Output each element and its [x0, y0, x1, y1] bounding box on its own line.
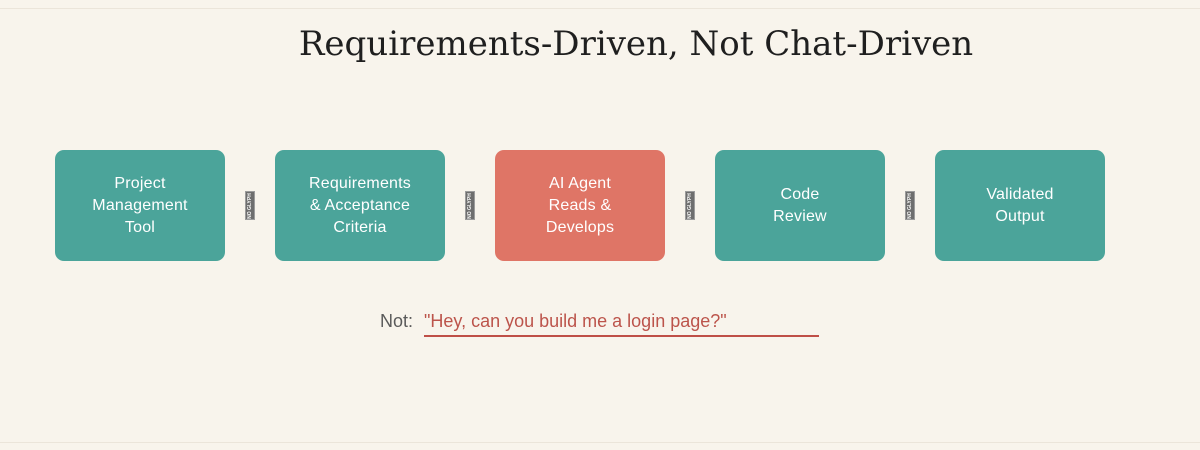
page-title: Requirements-Driven, Not Chat-Driven	[298, 24, 974, 64]
not-label: Not:	[380, 311, 414, 331]
flow-step-project-management-tool: Project Management Tool	[55, 150, 225, 261]
missing-glyph-text: NO GLYPH	[687, 192, 693, 219]
not-example: Not: "Hey, can you build me a login page…	[380, 311, 820, 337]
missing-glyph-text: NO GLYPH	[907, 192, 913, 219]
flow-step-validated-output: Validated Output	[935, 150, 1105, 261]
chat-quote: "Hey, can you build me a login page?"	[424, 311, 820, 337]
flow-step-label: Code Review	[773, 185, 827, 225]
frame-line-top	[0, 8, 1200, 9]
flow-step-label: Requirements & Acceptance Criteria	[308, 174, 411, 236]
flow-step-label: Validated Output	[986, 185, 1054, 225]
arrow-missing-glyph-icon: NO GLYPH	[905, 191, 915, 220]
arrow-missing-glyph-icon: NO GLYPH	[685, 191, 695, 220]
frame-line-bottom	[0, 442, 1200, 443]
flow-step-label: AI Agent Reads & Develops	[545, 174, 615, 236]
flow-step-label: Project Management Tool	[92, 174, 188, 236]
missing-glyph-text: NO GLYPH	[467, 192, 473, 219]
arrow-missing-glyph-icon: NO GLYPH	[245, 191, 255, 220]
flow-diagram: Project Management Tool NO GLYPH Require…	[55, 150, 1105, 261]
arrow-missing-glyph-icon: NO GLYPH	[465, 191, 475, 220]
flow-step-ai-agent-reads-develops: AI Agent Reads & Develops	[495, 150, 665, 261]
flow-step-requirements-acceptance-criteria: Requirements & Acceptance Criteria	[275, 150, 445, 261]
missing-glyph-text: NO GLYPH	[247, 192, 253, 219]
flow-step-code-review: Code Review	[715, 150, 885, 261]
